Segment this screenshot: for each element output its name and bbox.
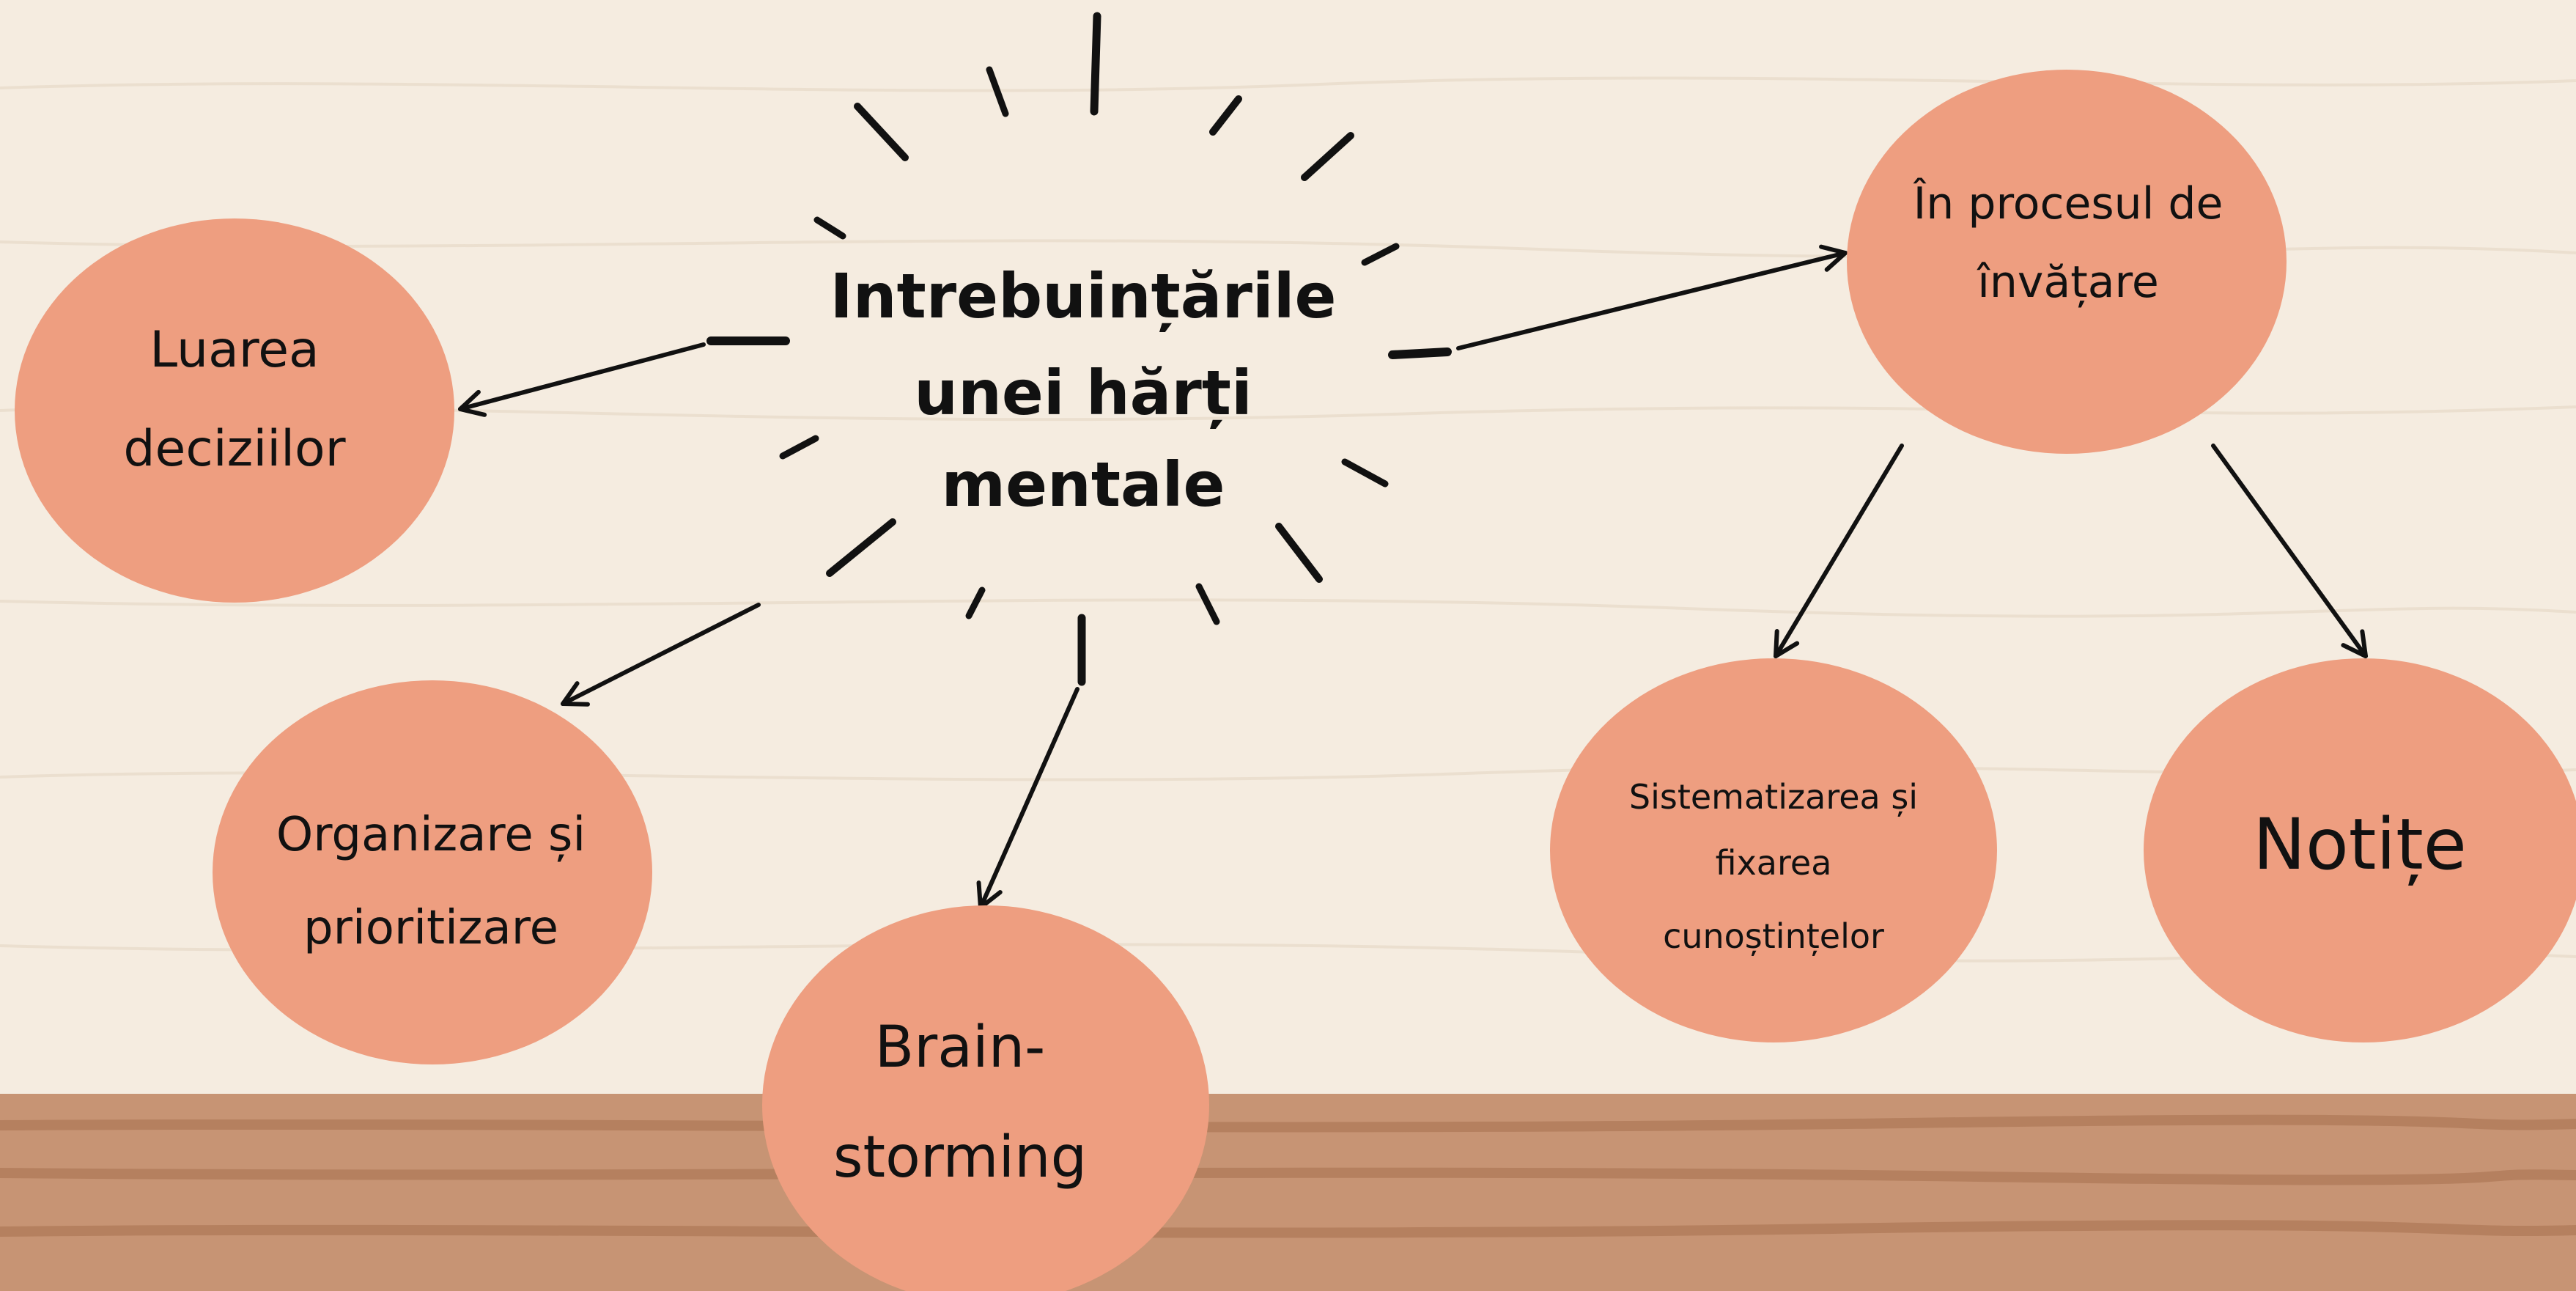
node-invatare-line-1: În procesul de <box>1913 177 2223 229</box>
node-invatare-line-2: învățare <box>1977 257 2159 308</box>
node-organizare-line-1: Organizare și <box>276 808 586 862</box>
node-brainstorming-line-1: Brain- <box>875 1015 1046 1081</box>
node-luarea-line-1: Luarea <box>150 321 319 379</box>
node-notite-line-1: Notițe <box>2253 803 2467 886</box>
node-procesul-invatare: În procesul de învățare <box>1847 70 2287 454</box>
node-luarea-deciziilor: Luarea deciziilor <box>15 218 454 603</box>
node-brainstorming-line-2: storming <box>833 1125 1087 1191</box>
central-topic-line-3: mentale <box>942 449 1225 521</box>
node-sistematizarea: Sistematizarea și fixarea cunoștințelor <box>1550 658 1997 1042</box>
node-notite: Notițe <box>2144 658 2576 1042</box>
node-sistematizarea-line-1: Sistematizarea și <box>1629 777 1918 817</box>
node-sistematizarea-line-3: cunoștințelor <box>1663 916 1884 957</box>
central-topic-line-1: Intrebuințările <box>830 260 1337 332</box>
node-brainstorming: Brain- storming <box>762 905 1209 1291</box>
node-organizare-line-2: prioritizare <box>303 901 558 955</box>
node-luarea-line-2: deciziilor <box>123 420 345 478</box>
node-sistematizarea-line-2: fixarea <box>1716 843 1832 883</box>
node-organizare: Organizare și prioritizare <box>213 680 652 1064</box>
central-topic-line-2: unei hărți <box>914 357 1252 429</box>
